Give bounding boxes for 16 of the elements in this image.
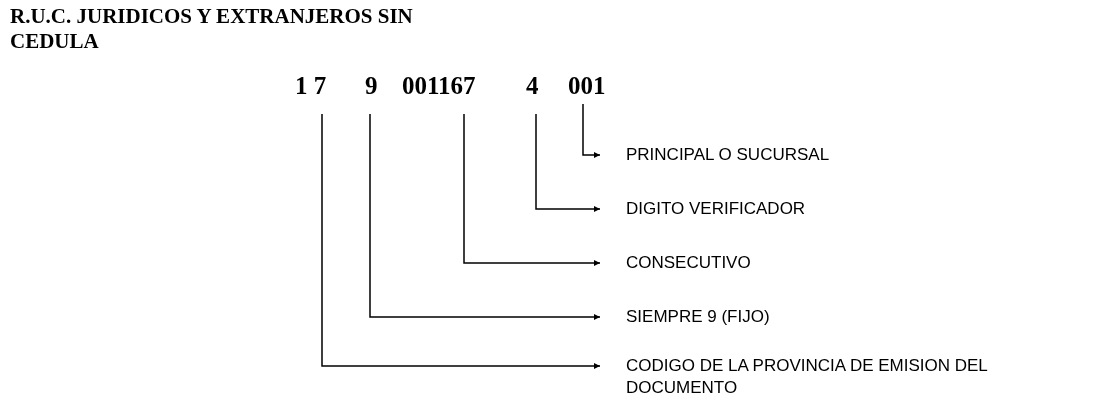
title: R.U.C. JURIDICOS Y EXTRANJEROS SIN CEDULA — [10, 4, 414, 54]
ruc-digit-group: 001167 — [402, 72, 476, 100]
field-description: CONSECUTIVO — [600, 252, 751, 274]
ruc-digit-group: 001 — [568, 72, 606, 100]
connector-arrow — [582, 103, 601, 158]
connector-arrow — [369, 113, 601, 320]
ruc-digit-group: 4 — [526, 72, 539, 100]
connector-arrow — [463, 113, 601, 266]
field-description: PRINCIPAL O SUCURSAL — [600, 144, 830, 166]
ruc-digit-group: 9 — [365, 72, 378, 100]
connector-arrow — [535, 113, 601, 212]
ruc-digit-group: 1 7 — [295, 72, 327, 100]
field-description: SIEMPRE 9 (FIJO) — [600, 306, 770, 328]
field-description: DIGITO VERIFICADOR — [600, 198, 806, 220]
field-description: CODIGO DE LA PROVINCIA DE EMISION DEL DOCUMENTO — [600, 355, 1086, 399]
connector-arrow — [321, 113, 601, 369]
